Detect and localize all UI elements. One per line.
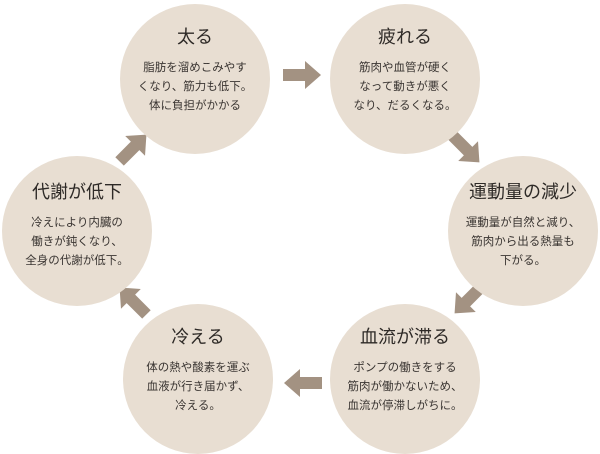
- node-futoru: 太る 脂肪を溜めこみやす くなり、筋力も低下。 体に負担がかかる: [120, 4, 270, 154]
- node-title: 冷える: [171, 327, 225, 348]
- node-description: 筋肉や血管が硬く なって動きが悪く なり、だるくなる。: [353, 60, 457, 112]
- arrow-6-to-1-block-arrow-icon: [115, 134, 147, 166]
- node-title: 疲れる: [378, 27, 432, 48]
- arrow-2-to-3-block-arrow-icon: [448, 131, 480, 163]
- node-description: 脂肪を溜めこみやす くなり、筋力も低下。 体に負担がかかる: [137, 60, 253, 112]
- node-undouryou-no-genshou: 運動量の減少 運動量が自然と減り、 筋肉から出る熱量も 下がる。: [448, 156, 598, 306]
- arrow-1-to-2-block-arrow-icon: [283, 61, 321, 89]
- node-hieru: 冷える 体の熱や酸素を運ぶ 血液が行き届かず、 冷える。: [123, 304, 273, 454]
- node-tsukareru: 疲れる 筋肉や血管が硬く なって動きが悪く なり、だるくなる。: [330, 4, 480, 154]
- node-taisha-ga-teika: 代謝が低下 冷えにより内臓の 働きが鈍くなり、 全身の代謝が低下。: [2, 156, 152, 306]
- node-title: 運動量の減少: [469, 182, 577, 203]
- node-description: ポンプの働きをする 筋肉が働かないため、 血流が停滞しがちに。: [347, 360, 463, 412]
- node-title: 太る: [177, 27, 213, 48]
- node-title: 代謝が低下: [32, 182, 122, 203]
- node-title: 血流が滞る: [360, 327, 450, 348]
- node-ketsuryuu-ga-todokooru: 血流が滞る ポンプの働きをする 筋肉が働かないため、 血流が停滞しがちに。: [330, 304, 480, 454]
- node-description: 体の熱や酸素を運ぶ 血液が行き届かず、 冷える。: [146, 360, 250, 412]
- arrow-5-to-6-block-arrow-icon: [119, 287, 151, 319]
- node-description: 運動量が自然と減り、 筋肉から出る熱量も 下がる。: [465, 215, 581, 267]
- node-description: 冷えにより内臓の 働きが鈍くなり、 全身の代謝が低下。: [25, 215, 129, 267]
- arrow-4-to-5-block-arrow-icon: [284, 369, 322, 397]
